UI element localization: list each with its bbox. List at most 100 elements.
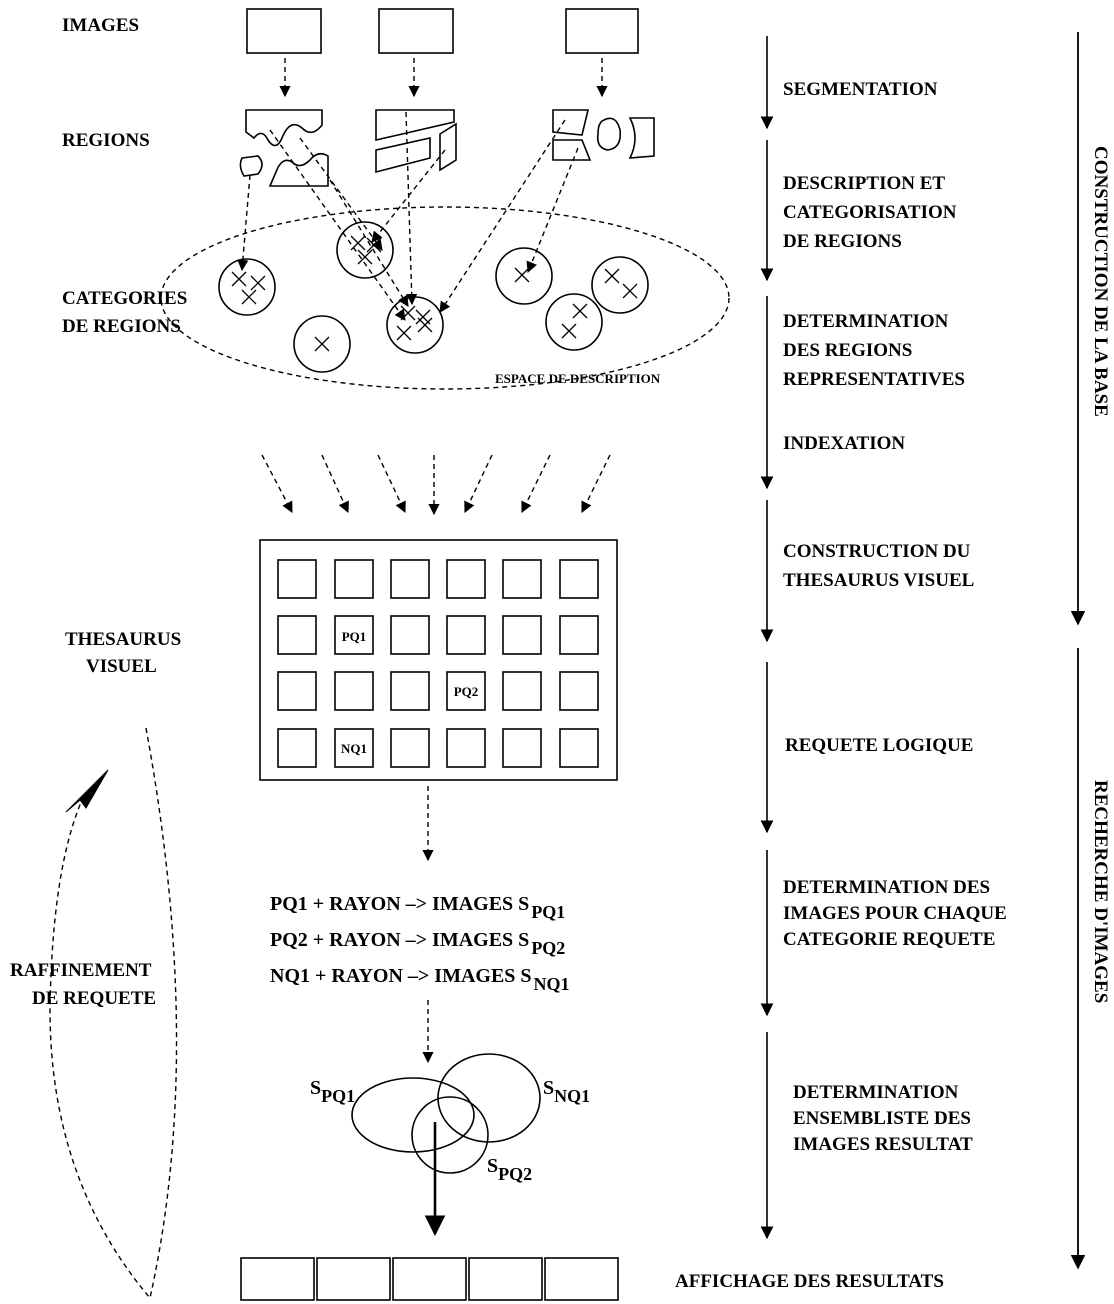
thesaurus-cell-label-nq1: NQ1 <box>341 741 367 756</box>
step-description-line3: DE REGIONS <box>783 231 902 252</box>
thesaurus-cell <box>446 728 486 768</box>
thesaurus-cell <box>390 615 430 655</box>
thesaurus-frame <box>259 539 618 781</box>
refinement-arrowhead <box>65 769 109 813</box>
cluster-circle-4 <box>386 296 444 354</box>
region-clusters <box>218 221 649 373</box>
step-determination-images-line2: IMAGES POUR CHAQUE <box>783 903 1007 924</box>
cluster-member-cross <box>572 303 588 319</box>
step-determination-images-line1: DETERMINATION DES <box>783 877 990 898</box>
result-images <box>240 1257 619 1301</box>
categories-label-line1: CATEGORIES <box>62 288 187 309</box>
step-indexation: INDEXATION <box>783 433 905 454</box>
region-2c <box>439 122 457 172</box>
step-description-line2: CATEGORISATION <box>783 202 957 223</box>
result-image-2 <box>316 1257 391 1301</box>
thesaurus-cell <box>390 671 430 711</box>
cluster-circle-6 <box>591 256 649 314</box>
categories-label-line2: DE REGIONS <box>62 316 181 337</box>
thesaurus-cell <box>502 615 542 655</box>
region-2a <box>375 109 455 142</box>
thesaurus-cell <box>559 671 599 711</box>
step-determination-regions-line3: REPRESENTATIVES <box>783 369 965 390</box>
step-determination-regions-line2: DES REGIONS <box>783 340 912 361</box>
thesaurus-cell <box>277 671 317 711</box>
region-1b <box>239 155 263 177</box>
images-label: IMAGES <box>62 15 139 36</box>
cluster-circle-3 <box>336 221 394 279</box>
thesaurus-cell <box>502 728 542 768</box>
input-image-1 <box>246 8 322 54</box>
step-construction-line2: THESAURUS VISUEL <box>783 570 974 591</box>
result-image-4 <box>468 1257 543 1301</box>
set-label-snq1: SNQ1 <box>543 1077 590 1106</box>
cluster-member-cross <box>514 267 530 283</box>
segmentation-arrows <box>279 58 608 98</box>
step-determination-regions-line1: DETERMINATION <box>783 311 949 332</box>
set-spq2 <box>411 1096 489 1174</box>
thesaurus-cell <box>390 559 430 599</box>
thesaurus-cell <box>334 728 374 768</box>
construction-phase-label: CONSTRUCTION DE LA BASE <box>1090 146 1111 417</box>
set-label-spq2: SPQ2 <box>487 1155 532 1184</box>
cluster-member-cross <box>231 271 247 287</box>
thesaurus-cell <box>334 615 374 655</box>
region-1c <box>268 152 329 187</box>
region-3d <box>628 117 655 159</box>
cluster-member-cross <box>417 317 433 333</box>
region-2b <box>375 137 431 174</box>
cluster-member-cross <box>314 336 330 352</box>
cluster-member-cross <box>561 323 577 339</box>
step-segmentation: SEGMENTATION <box>783 79 938 100</box>
step-determination-images-line3: CATEGORIE REQUETE <box>783 929 995 950</box>
cluster-circle-1 <box>218 258 276 316</box>
region-shapes <box>239 109 655 187</box>
thesaurus-cell <box>277 728 317 768</box>
recherche-phase-label: RECHERCHE D'IMAGES <box>1090 780 1111 1003</box>
step-construction-line1: CONSTRUCTION DU <box>783 541 971 562</box>
thesaurus-label-line2: VISUEL <box>86 656 157 677</box>
refinement-label-line2: DE REQUETE <box>32 988 156 1009</box>
thesaurus-cell <box>502 559 542 599</box>
cluster-member-cross <box>357 249 373 265</box>
cluster-member-cross <box>250 275 266 291</box>
thesaurus-cell <box>334 559 374 599</box>
result-image-5 <box>544 1257 619 1301</box>
thesaurus-cell <box>277 615 317 655</box>
cluster-member-cross <box>396 325 412 341</box>
step-ensembliste-line3: IMAGES RESULTAT <box>793 1134 973 1155</box>
result-image-3 <box>392 1257 467 1301</box>
region-3b <box>552 139 592 161</box>
set-spq1 <box>351 1077 475 1153</box>
set-operations <box>351 1053 541 1174</box>
thesaurus-cell <box>446 615 486 655</box>
refinement-label-line1: RAFFINEMENT <box>10 960 152 981</box>
thesaurus-cell <box>559 559 599 599</box>
thesaurus-cell <box>390 728 430 768</box>
cluster-circle-2 <box>293 315 351 373</box>
cluster-member-cross <box>241 289 257 305</box>
region-1a <box>245 109 323 147</box>
thesaurus-label-line1: THESAURUS <box>65 629 181 650</box>
description-space-ellipse <box>160 206 730 390</box>
cluster-member-cross <box>622 283 638 299</box>
cluster-member-cross <box>400 305 416 321</box>
description-space-label: ESPACE DE DESCRIPTION <box>495 371 661 386</box>
step-ensembliste-line1: DETERMINATION <box>793 1082 959 1103</box>
refinement-loop <box>49 727 178 1300</box>
thesaurus-cell <box>446 559 486 599</box>
indexation-arrows <box>261 454 611 516</box>
thesaurus-cell <box>446 671 486 711</box>
set-label-spq1: SPQ1 <box>310 1077 355 1106</box>
region-3a <box>552 109 590 136</box>
thesaurus-cell <box>559 728 599 768</box>
set-snq1 <box>437 1053 541 1143</box>
thesaurus-cell <box>277 559 317 599</box>
input-images <box>246 8 639 54</box>
step-ensembliste-line2: ENSEMBLISTE DES <box>793 1108 971 1129</box>
thesaurus-cell <box>559 615 599 655</box>
